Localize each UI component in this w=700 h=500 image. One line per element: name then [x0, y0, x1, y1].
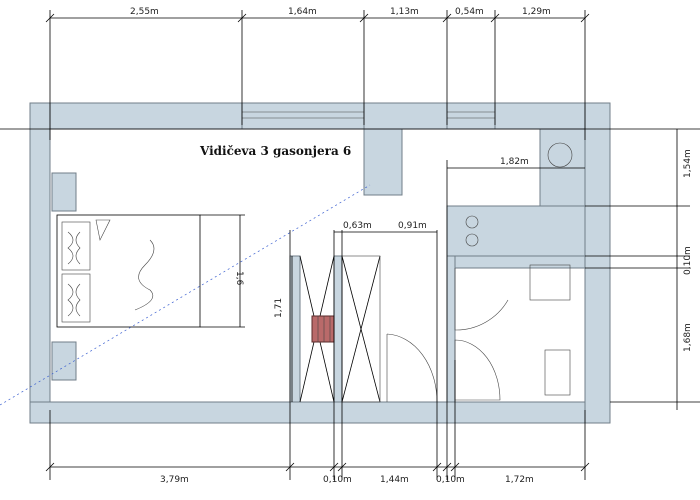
dim-top-4: 0,54m: [455, 7, 484, 17]
dim-bottom-5: 1,72m: [505, 475, 534, 485]
dim-closet-height: 1,71: [274, 298, 284, 318]
dim-right-2: 0,10m: [683, 246, 693, 275]
dim-top-1: 2,55m: [130, 7, 159, 17]
right-wall: [584, 102, 611, 424]
pillow-1-icon: [61, 221, 91, 271]
kitchen-counter: [446, 205, 586, 257]
dim-bottom-2: 0,10m: [323, 475, 352, 485]
plan-title: Vidičeva 3 gasonjera 6: [199, 144, 351, 158]
left-wall: [29, 102, 51, 424]
bottom-wall: [29, 401, 611, 424]
bedroom: [51, 172, 201, 381]
walls: [29, 102, 611, 424]
dim-inner-bath: 1,82m: [500, 157, 529, 167]
bathtub-icon: [544, 349, 571, 396]
shower-icon: [454, 339, 501, 401]
dimension-lines: [0, 10, 700, 480]
window-top-3: [446, 102, 496, 130]
dim-bottom-4: 0,10m: [436, 475, 465, 485]
dim-top-5: 1,29m: [522, 7, 551, 17]
entrance-door-swing: [386, 333, 438, 403]
bath-wall-top: [446, 255, 586, 269]
blanket-fold: [95, 219, 111, 241]
bed-icon: [56, 214, 201, 328]
closet-wall-right: [333, 255, 343, 403]
bath-door-swing: [454, 268, 509, 331]
stove-burner-1-icon: [465, 215, 479, 229]
kitchen-top: [539, 128, 586, 207]
dim-inner-closet-2: 0,91m: [398, 221, 427, 231]
bath-wall-left: [446, 255, 456, 403]
dim-top-2: 1,64m: [288, 7, 317, 17]
kitchen: [446, 142, 586, 257]
dim-bottom-3: 1,44m: [380, 475, 409, 485]
blanket-pattern: [134, 239, 155, 311]
pillow-2-icon: [61, 273, 91, 323]
dim-top-3: 1,13m: [390, 7, 419, 17]
dim-right-3: 1,68m: [683, 323, 693, 352]
closet-wall-left: [289, 255, 301, 403]
sink-bowl-icon: [547, 142, 573, 168]
labels: Vidičeva 3 gasonjera 6 2,55m 1,64m 1,13m…: [130, 7, 693, 485]
dim-inner-closet-1: 0,63m: [343, 221, 372, 231]
heater-icon: [311, 315, 335, 343]
window-top-1: [241, 102, 365, 130]
window-top-2: [363, 102, 448, 130]
closets: [299, 255, 381, 403]
nightstand-bottom: [51, 341, 77, 381]
closet-right-cross-2: [341, 255, 381, 403]
dim-right-1: 1,54m: [683, 149, 693, 178]
top-wall-left: [29, 102, 243, 130]
stove-burner-2-icon: [465, 233, 479, 247]
guide-diagonal: [0, 184, 371, 406]
dim-bed-height: 1,6: [234, 271, 244, 286]
window-lines: [242, 111, 495, 119]
nightstand-top: [51, 172, 77, 212]
column: [363, 128, 403, 196]
bathroom: [454, 264, 571, 401]
dim-bottom-1: 3,79m: [160, 475, 189, 485]
basin-icon: [529, 264, 571, 301]
